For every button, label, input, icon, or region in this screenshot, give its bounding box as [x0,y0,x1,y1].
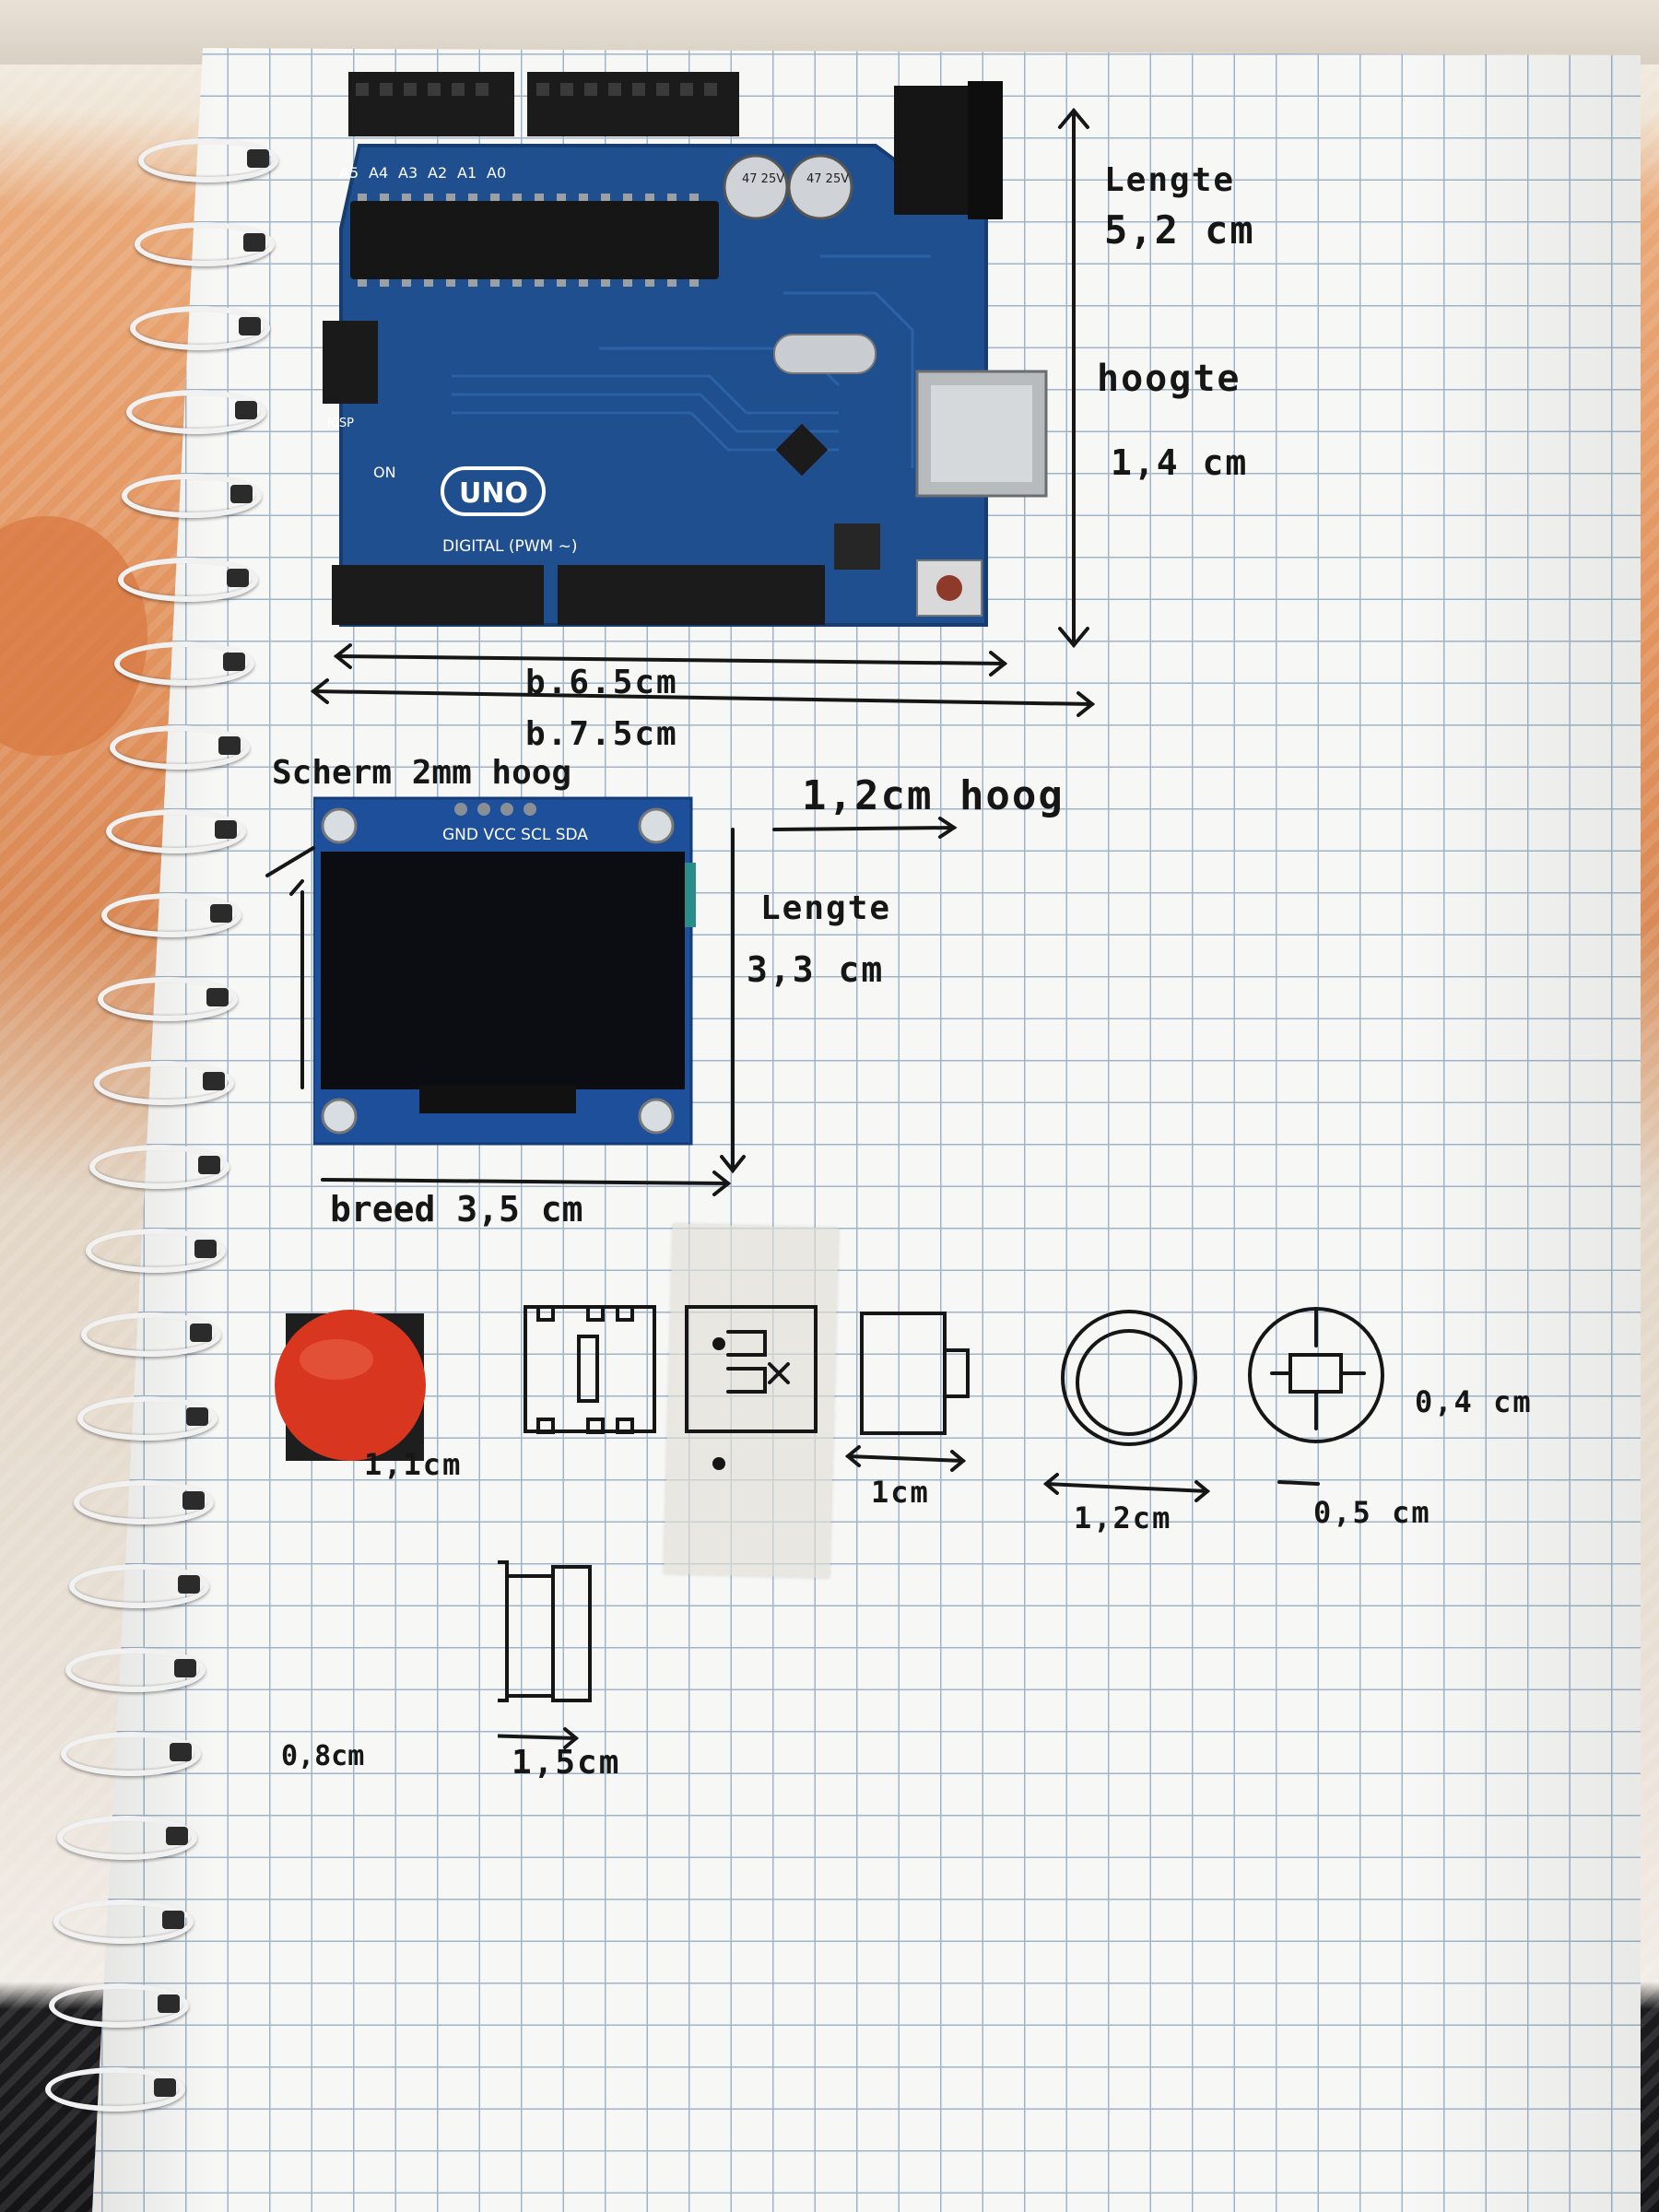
spiral-ring [126,390,266,434]
note-small-size: 0,8cm [281,1740,365,1772]
spiral-ring [77,1396,218,1441]
atmega-chip [350,201,719,279]
spiral-ring [57,1816,197,1860]
note-knob-size-2: 0,5 cm [1313,1495,1431,1530]
pin-label: A1 [457,164,477,182]
spiral-ring [86,1229,226,1273]
note-arduino-length: Lengte [1104,161,1236,199]
spiral-ring [138,138,278,182]
spiral-ring [45,2067,185,2112]
note-ring-size: 1,2cm [1074,1500,1172,1535]
oled-pin-labels: GND VCC SCL SDA [442,826,588,844]
pin-label: A2 [428,164,447,182]
note-slide-size: 1,5cm [512,1744,621,1782]
spiral-ring [53,1900,194,1944]
pin-label: A4 [369,164,388,182]
note-arduino-height: hoogte [1097,358,1241,400]
spiral-ring [89,1145,229,1189]
spiral-ring [135,222,275,266]
spiral-ring [114,641,254,686]
spiral-ring [65,1648,206,1692]
note-screen-height: Scherm 2mm hoog [272,754,572,792]
spiral-ring [94,1061,234,1105]
note-arduino-length-value: 5,2 cm [1104,207,1255,253]
oled-display-module: GND VCC SCL SDA [313,796,696,1146]
oled-screen [321,852,685,1089]
spiral-ring [106,809,246,853]
spiral-ring [101,893,241,937]
oled-dimension-lines [265,817,958,1196]
note-knob-size-1: 0,4 cm [1415,1384,1533,1419]
note-oled-height: 1,2cm hoog [802,772,1065,819]
spiral-ring [69,1564,209,1608]
capacitor-label: 47 25V [742,172,784,186]
spiral-ring [118,558,258,602]
note-button-size: 1,1cm [364,1447,463,1482]
note-oled-width: breed 3,5 cm [330,1189,583,1230]
push-button [275,1310,426,1461]
note-arduino-width-1: b.6.5cm [525,664,678,701]
spiral-ring [81,1312,221,1357]
arduino-uno-board: A5 A4 A3 A2 A1 A0 47 25V 47 25V ICSP ON … [323,72,1048,627]
arduino-dimension-lines [310,107,1096,717]
pin-label: A3 [398,164,418,182]
spiral-ring [61,1732,201,1776]
spiral-ring [98,977,238,1021]
icsp-label: ICSP [327,417,354,430]
pin-label: A5 [339,164,359,182]
note-oled-length: Lengte [760,889,892,927]
note-arduino-width-2: b.7.5cm [525,715,678,753]
spiral-ring [49,1983,189,2028]
capacitor-label: 47 25V [806,172,849,186]
digital-label: DIGITAL (PWM ~) [442,537,578,556]
spiral-ring [130,306,270,350]
spiral-ring [74,1480,214,1524]
uno-logo: UNO [459,477,528,510]
on-label: ON [373,464,396,481]
component-sketches [498,1305,1384,1749]
spiral-ring [110,725,250,770]
note-switch-size: 1cm [871,1475,930,1510]
note-oled-length-value: 3,3 cm [747,949,885,990]
note-arduino-height-value: 1,4 cm [1111,442,1249,483]
pin-label: A0 [487,164,506,182]
spiral-ring [122,474,262,518]
